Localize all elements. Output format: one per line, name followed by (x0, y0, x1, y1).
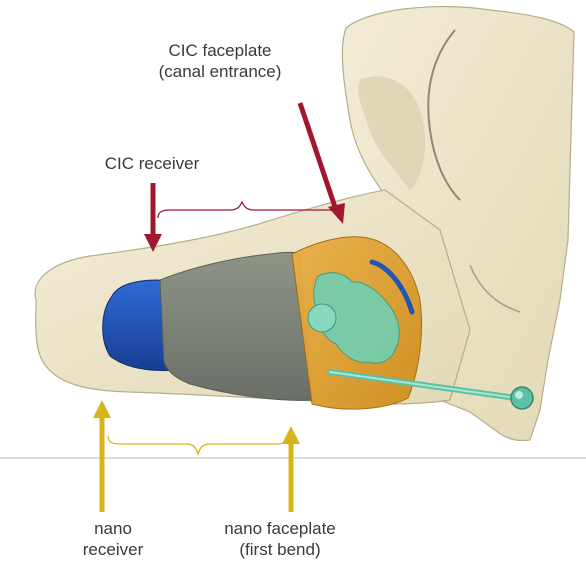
cic-faceplate-arrow-shaft (300, 103, 336, 210)
nano-receiver-label-line2: receiver (58, 539, 168, 560)
nano-faceplate-label-line2: (first bend) (195, 539, 365, 560)
nano-receiver-label: nano receiver (58, 518, 168, 560)
nano-span-brace (108, 436, 288, 454)
nano-receiver-label-line1: nano (58, 518, 168, 539)
nano-receiver-arrowhead (93, 400, 111, 418)
cic-receiver-label-text: CIC receiver (82, 153, 222, 174)
cic-faceplate-label-line1: CIC faceplate (100, 40, 340, 61)
cic-faceplate-label-line2: (canal entrance) (100, 61, 340, 82)
internal-module (308, 304, 336, 332)
nano-faceplate-arrowhead (282, 426, 300, 444)
cic-faceplate-label: CIC faceplate (canal entrance) (100, 40, 340, 82)
cic-shell (160, 253, 312, 401)
removal-handle (511, 387, 533, 409)
cic-receiver-label: CIC receiver (82, 153, 222, 174)
nano-faceplate-label-line1: nano faceplate (195, 518, 365, 539)
nano-faceplate-label: nano faceplate (first bend) (195, 518, 365, 560)
